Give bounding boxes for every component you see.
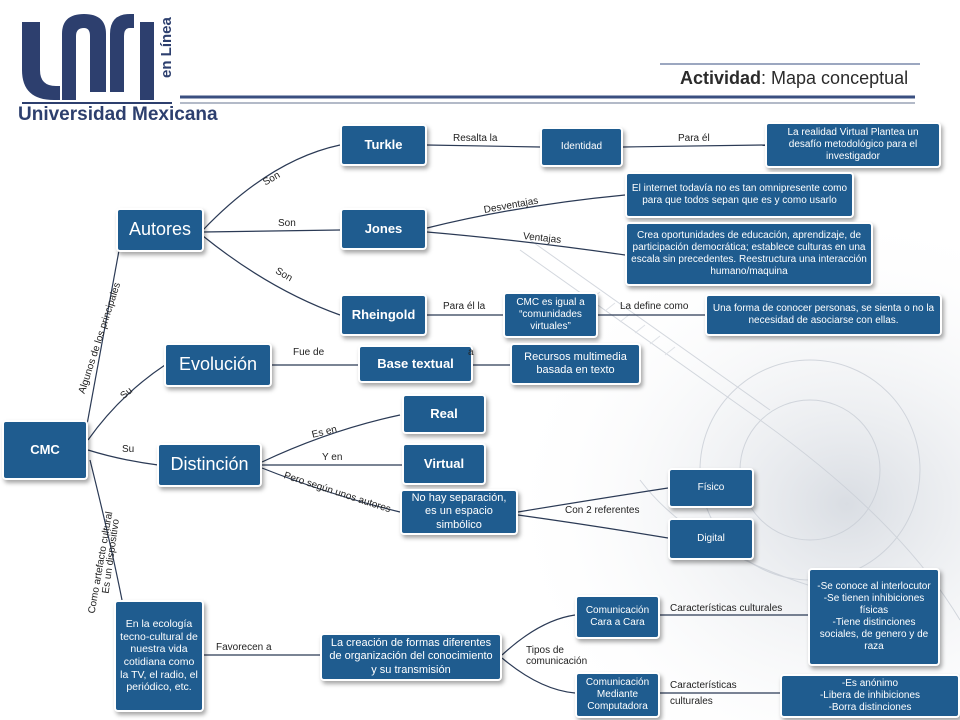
label-para-el-la: Para él la [443, 301, 486, 312]
node-cara-a-cara: Comunicación Cara a Cara [575, 595, 660, 639]
label-y-en: Y en [322, 452, 343, 463]
label-caracteristicas-1: Características culturales [670, 603, 783, 614]
label-tipos: Tipos de comunicación [526, 645, 588, 667]
node-base-textual: Base textual [358, 345, 473, 383]
node-mediante: Comunicación Mediante Computadora [575, 672, 660, 718]
label-para-el: Para él [678, 133, 710, 144]
node-fisico: Físico [668, 468, 754, 508]
node-digital: Digital [668, 518, 754, 560]
label-su-distincion: Su [122, 444, 135, 455]
label-resalta: Resalta la [453, 133, 498, 144]
node-autores: Autores [116, 208, 204, 252]
node-forma-conocer: Una forma de conocer personas, se sienta… [705, 294, 942, 336]
node-real: Real [402, 394, 486, 434]
node-evolucion: Evolución [164, 343, 272, 387]
connectors [85, 144, 808, 694]
logo-mark [22, 14, 172, 104]
node-rheingold: Rheingold [340, 294, 427, 336]
node-caracteristicas-cara: -Se conoce al interlocutor -Se tienen in… [808, 568, 940, 666]
node-distincion: Distinción [157, 443, 262, 487]
header-lines [180, 63, 920, 104]
node-jones: Jones [340, 208, 427, 250]
label-fue-de: Fue de [293, 347, 325, 358]
label-a: a [468, 347, 474, 358]
activity-title-rest: : Mapa conceptual [761, 68, 909, 88]
node-ventaja: Crea oportunidades de educación, aprendi… [625, 222, 873, 286]
label-son-jones: Son [278, 218, 296, 229]
logo-subtitle: en Línea [158, 17, 175, 78]
label-la-define: La define como [620, 301, 689, 312]
node-realidad-virtual: La realidad Virtual Plantea un desafío m… [765, 122, 941, 168]
node-turkle: Turkle [340, 124, 427, 166]
activity-title-bold: Actividad [680, 68, 762, 88]
label-con-2: Con 2 referentes [565, 505, 640, 516]
logo-name: Universidad Mexicana [18, 104, 218, 125]
node-caracteristicas-cmc: -Es anónimo -Libera de inhibiciones -Bor… [780, 674, 960, 718]
node-ecologia: En la ecología tecno-cultural de nuestra… [114, 600, 204, 712]
node-comunidades: CMC es igual a “comunidades virtuales” [503, 292, 598, 338]
activity-title: Actividad: Mapa conceptual [680, 68, 908, 89]
node-identidad: Identidad [540, 127, 623, 167]
node-desventaja: El internet todavía no es tan omnipresen… [625, 172, 854, 218]
node-creacion: La creación de formas diferentes de orga… [320, 633, 502, 681]
node-cmc: CMC [2, 420, 88, 480]
node-recursos: Recursos multimedia basada en texto [510, 343, 641, 385]
node-no-separacion: No hay separación, es un espacio simbóli… [400, 489, 518, 535]
label-caracteristicas-2: Características culturales [670, 680, 737, 707]
node-virtual: Virtual [402, 443, 486, 485]
label-favorecen: Favorecen a [216, 642, 272, 653]
